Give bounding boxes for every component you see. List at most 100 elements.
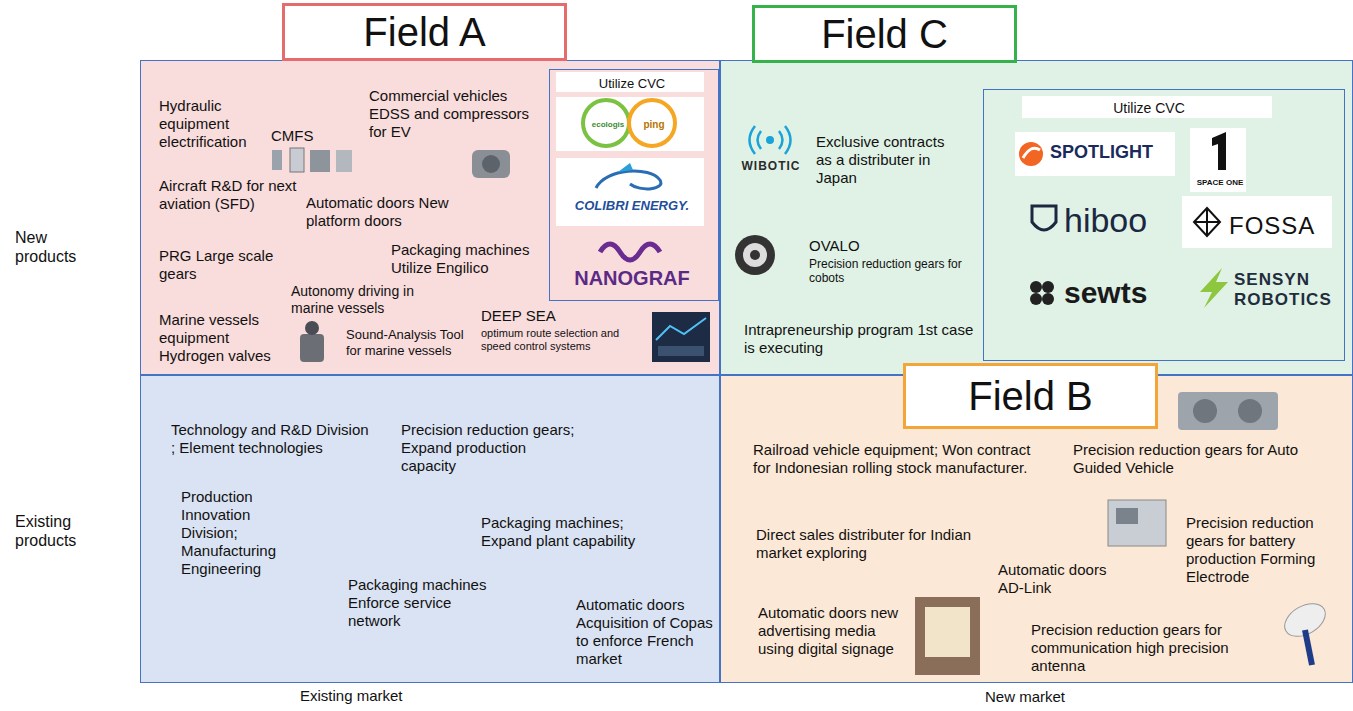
text-slot: Existing market: [300, 687, 460, 705]
existing-ground: [140, 375, 720, 683]
text-slot: Field B: [906, 366, 1155, 426]
node-text: FOSSA: [1229, 212, 1329, 241]
node-text: SPACE ONE: [1190, 178, 1250, 188]
axis-label: New market: [985, 688, 1115, 706]
text-slot: SENSYN ROBOTICS: [1234, 270, 1339, 311]
node-text: WIBOTIC: [731, 159, 811, 173]
text-slot: Direct sales distributer for Indian mark…: [756, 526, 986, 562]
node-text: Direct sales distributer for Indian mark…: [756, 526, 986, 562]
screen-icon: [658, 346, 704, 356]
logo-mark: [1212, 132, 1226, 170]
text-slot: Commercial vehicles EDSS and compressors…: [369, 87, 544, 141]
text-slot: Automatic doors New platform doors: [306, 194, 456, 230]
text-slot: Precision reduction gears for communicat…: [1031, 621, 1261, 675]
text-slot: Sound-Analysis Tool for marine vessels: [346, 327, 478, 358]
text-slot: Existing products: [15, 512, 95, 550]
logo-wave: [600, 244, 660, 260]
text-slot: New market: [985, 688, 1115, 706]
text-slot: Exclusive contracts as a distributer in …: [816, 133, 956, 187]
text-slot: PRG Large scale gears: [159, 247, 289, 283]
text-slot: hiboo: [1064, 200, 1174, 241]
logo-mark: [1023, 148, 1040, 158]
text-slot: COLIBRI ENERGY.: [558, 198, 706, 214]
field-a-ground: [140, 60, 720, 375]
quadrant-panel: Technology and R&D Division ; Element te…: [140, 375, 720, 683]
axis-label: New products: [15, 228, 95, 266]
text-slot: Precision reduction gears; Expand produc…: [401, 421, 581, 475]
route-line: [656, 318, 706, 340]
text-slot: sewts: [1064, 275, 1164, 311]
node-text: hiboo: [1064, 200, 1174, 241]
text-slot: Field C: [755, 8, 1014, 60]
node-text: PRG Large scale gears: [159, 247, 289, 283]
text-slot: Autonomy driving in marine vessels: [291, 283, 426, 317]
machine-photo: [1116, 508, 1138, 524]
node-text: Technology and R&D Division ; Element te…: [171, 421, 371, 457]
text-slot: Utilize CVC: [550, 76, 714, 92]
logo-mark: [1032, 206, 1056, 230]
gear-icon: [735, 235, 775, 275]
logo-panel: [556, 97, 704, 151]
gear-unit-photo: [1238, 399, 1262, 423]
signage-photo: [925, 607, 970, 657]
node-text: Commercial vehicles EDSS and compressors…: [369, 87, 544, 141]
logo-bird: [618, 163, 633, 172]
node-text: Automatic doors new advertising media us…: [758, 604, 908, 658]
logo-mark: [1042, 281, 1054, 293]
node-text: Marine vessels equipment Hydrogen valves: [159, 311, 284, 365]
text-slot: CMFS: [271, 127, 331, 145]
field-title-text: Field A: [363, 8, 485, 56]
node-text: NANOGRAF: [558, 266, 706, 290]
text-slot: Packaging machines; Expand plant capabil…: [481, 514, 636, 550]
node-text: DEEP SEA: [481, 307, 601, 325]
node-text: Utilize CVC: [1024, 100, 1274, 117]
screen-icon: [652, 312, 710, 362]
node-text: Automatic doors New platform doors: [306, 194, 456, 230]
logo-panel: [1015, 132, 1175, 176]
text-slot: Railroad vehicle equipment; Won contract…: [753, 441, 1043, 477]
machine-photo: [1108, 500, 1166, 546]
logo-panel: [1182, 196, 1332, 248]
logo-ring: [629, 100, 675, 146]
logo-panel: [556, 158, 704, 226]
node-text: Precision reduction gears for communicat…: [1031, 621, 1261, 675]
logo-swirl: [596, 171, 661, 189]
signage-photo: [915, 597, 980, 675]
node-text: sewts: [1064, 275, 1164, 311]
node-text: Sound-Analysis Tool for marine vessels: [346, 327, 478, 358]
text-slot: NANOGRAF: [558, 266, 706, 290]
text-slot: SPOTLIGHT: [1050, 142, 1174, 164]
quadrant-panel: Hydraulic equipment electrificationCMFSC…: [140, 60, 720, 375]
logo-mark: [1030, 293, 1042, 305]
wireless-icon: [758, 131, 762, 149]
compressor-icon: [482, 155, 500, 173]
node-text: Utilize CVC: [550, 76, 714, 92]
text-slot: FOSSA: [1229, 212, 1329, 241]
cabinet-icon: [272, 150, 282, 170]
wireless-icon: [750, 126, 756, 154]
text-slot: Utilize CVC: [1024, 100, 1274, 117]
text-slot: Precision reduction gears for cobots: [809, 257, 979, 286]
gear-unit-photo: [1178, 392, 1278, 430]
node-text: Production Innovation Division; Manufact…: [181, 488, 301, 578]
node-text: Autonomy driving in marine vessels: [291, 283, 426, 317]
text-slot: ping: [634, 119, 674, 131]
gear-icon: [750, 250, 760, 260]
wireless-icon: [766, 136, 774, 144]
text-slot: WIBOTIC: [731, 159, 811, 173]
node-text: ping: [634, 119, 674, 131]
logo-mark: [1030, 281, 1042, 293]
node-text: SENSYN ROBOTICS: [1234, 270, 1339, 311]
text-slot: Production Innovation Division; Manufact…: [181, 488, 301, 578]
text-slot: Packaging machines Utilize Engilico: [391, 241, 543, 277]
node-text: Exclusive contracts as a distributer in …: [816, 133, 956, 187]
cvc-box: Utilize CVC SPOTLIGHT SPACE ONE hiboo FOSSA s…: [983, 89, 1345, 361]
gear-icon: [743, 243, 767, 267]
text-slot: Intrapreneurship program 1st case is exe…: [744, 321, 979, 357]
node-text: Automatic doors Acquisition of Copas to …: [576, 596, 716, 668]
cabinet-icon: [310, 150, 330, 172]
valve-icon: [300, 334, 324, 362]
text-slot: Automatic doors new advertising media us…: [758, 604, 908, 658]
text-slot: Packaging machines Enforce service netwo…: [348, 576, 488, 630]
